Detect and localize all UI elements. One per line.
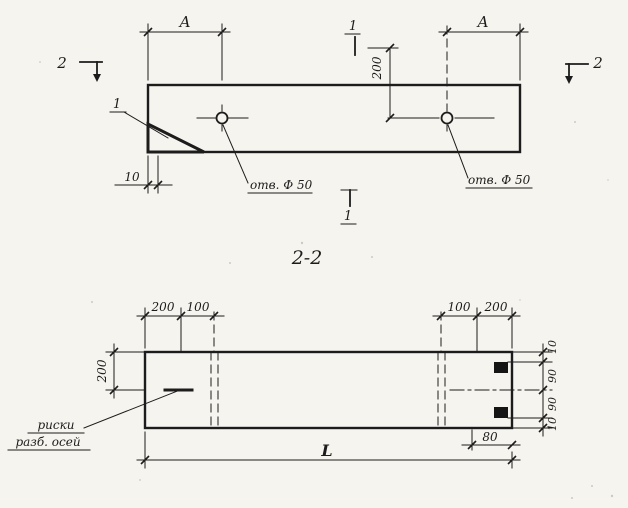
dim-tick <box>507 311 517 321</box>
dim-length: L <box>136 431 521 469</box>
section-cut-1-top: 1 <box>344 19 361 56</box>
dim-100-tl-label: 100 <box>187 300 210 314</box>
hole-right-label: отв. Ф 50 <box>468 173 531 187</box>
section-view: 2-2 200 100 <box>7 247 559 469</box>
section-title: 2-2 <box>291 247 323 269</box>
dim-tick <box>109 347 119 357</box>
dim-tick <box>538 385 548 395</box>
section-cut-2-right: 2 <box>565 54 603 84</box>
dim-L-label: L <box>320 441 332 460</box>
dim-200-tl-label: 200 <box>151 300 175 314</box>
section-2-left-label: 2 <box>56 54 67 72</box>
dim-left-200: 200 <box>95 343 146 399</box>
hole-label-right-group: отв. Ф 50 <box>447 124 533 189</box>
detail-mark-label: 1 <box>113 97 121 112</box>
section-cut-1-bottom: 1 <box>340 189 358 225</box>
dim-100-tr-label: 100 <box>448 300 471 314</box>
speck <box>571 497 573 499</box>
dim-200-tr-label: 200 <box>484 300 508 314</box>
dim-10-top-label: 10 <box>546 340 559 354</box>
paper-specks <box>39 61 614 499</box>
hole-right <box>440 111 454 125</box>
speck <box>574 121 576 123</box>
dim-tick <box>385 43 395 53</box>
detail-leader-line <box>123 111 169 139</box>
dim-tick <box>217 27 227 37</box>
speck <box>300 241 304 245</box>
dim-tick <box>143 27 153 37</box>
section-2-right-arrow <box>565 76 573 84</box>
dim-90-lower-label: 90 <box>546 397 559 411</box>
hole-left-label: отв. Ф 50 <box>250 178 313 192</box>
embedded-plate-top <box>494 362 508 373</box>
dim-left-200-label: 200 <box>95 359 109 383</box>
section-1-bottom-label: 1 <box>344 209 352 224</box>
speck <box>591 485 593 487</box>
dim-tick <box>442 27 452 37</box>
dim-tick <box>385 113 395 123</box>
corner-detail-triangle <box>146 121 205 154</box>
speck <box>39 61 41 63</box>
note-leader <box>83 389 181 429</box>
dim-tick <box>538 347 548 357</box>
dim-tick <box>209 311 219 321</box>
speck <box>519 299 521 301</box>
hole-label-left-group: отв. Ф 50 <box>222 124 313 194</box>
dim-tick <box>507 440 517 450</box>
dim-a-left: А <box>139 13 231 81</box>
dim-tick <box>140 311 150 321</box>
dim-a-left-label: А <box>178 13 190 31</box>
dim-80-label: 80 <box>482 430 498 444</box>
speck <box>610 494 614 498</box>
dim-tick <box>538 357 548 367</box>
dim-80: 80 <box>461 429 521 451</box>
section-1-top-label: 1 <box>349 19 357 34</box>
dim-tick <box>153 180 163 190</box>
dim-tick <box>515 27 525 37</box>
dim-a-right: А <box>438 13 529 81</box>
dim-200-vertical: 200 <box>367 43 399 123</box>
dim-tick <box>538 423 548 433</box>
beam-outline <box>146 83 522 154</box>
speck <box>229 262 231 264</box>
speck <box>371 256 373 258</box>
section-2-right-label: 2 <box>592 54 603 72</box>
dim-tick <box>472 311 482 321</box>
dim-tick <box>143 180 153 190</box>
dim-90-upper-label: 90 <box>546 369 559 383</box>
note-line2: разб. осей <box>15 435 80 449</box>
dim-tick <box>436 311 446 321</box>
dim-tick <box>467 440 477 450</box>
dim-tick <box>176 311 186 321</box>
dim-10-label: 10 <box>124 170 140 184</box>
axis-note: риски разб. осей <box>7 389 181 451</box>
dim-tick <box>538 413 548 423</box>
hole-left-leader <box>222 124 249 184</box>
speck <box>607 179 609 181</box>
dims-right-stack: 10 90 90 10 <box>507 340 559 437</box>
hole-left <box>215 111 229 125</box>
dim-tick <box>109 385 119 395</box>
dim-tick <box>507 455 517 465</box>
top-view: 1 А А 1 <box>56 13 603 225</box>
section-2-left-arrow <box>93 74 101 82</box>
dim-a-right-label: А <box>476 13 488 31</box>
speck <box>139 479 141 481</box>
hole-right-leader <box>447 124 469 179</box>
dim-tick <box>140 455 150 465</box>
section-cut-2-left: 2 <box>56 54 103 82</box>
dims-top-left: 200 100 <box>136 300 225 353</box>
dim-10-bottom-label: 10 <box>546 417 559 431</box>
speck <box>91 301 93 303</box>
embedded-plate-bottom <box>494 407 508 418</box>
dim-10: 10 <box>114 155 173 194</box>
dims-top-right: 100 200 <box>432 300 521 353</box>
dim-200-label: 200 <box>370 56 384 80</box>
note-line1: риски <box>37 418 74 432</box>
